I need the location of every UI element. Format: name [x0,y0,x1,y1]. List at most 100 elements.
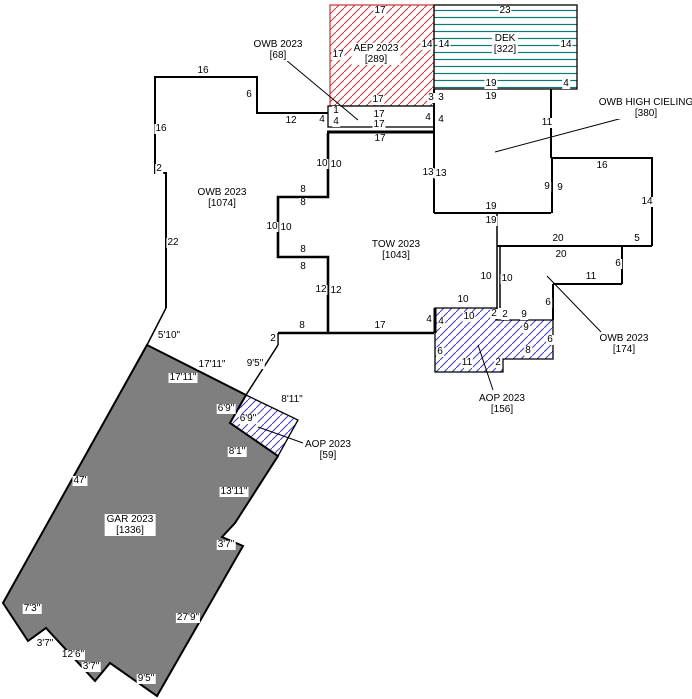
dimension-label: 14 [437,39,451,50]
area-name: TOW 2023 [371,239,421,250]
area-label: AOP 2023[59] [303,439,353,461]
area-sqft: [68] [269,50,287,61]
dimension-label: 13'11" [219,486,249,497]
dimension-label: 27'9" [175,612,201,623]
dimension-label: 8 [299,261,307,272]
dimension-label: 5 [633,233,641,244]
dimension-label: 2 [269,333,277,344]
dimension-label: 12 [284,115,298,126]
area-label: OWB HIGH CIELING[380] [596,97,692,119]
dimension-label: 14 [559,39,573,50]
dimension-label: 3'7" [216,539,236,550]
dimension-label: 11 [540,117,554,128]
dimension-label: 3'7" [81,661,101,672]
dimension-label: 10 [315,158,329,169]
dimension-label: 6 [245,89,253,100]
dimension-label: 9 [556,182,564,193]
dimension-label: 3 [427,92,435,103]
dimension-label: 17 [373,320,387,331]
area-label: AEP 2023[289] [351,43,401,65]
dimension-label: 3 [437,92,445,103]
area-label: TOW 2023[1043] [369,239,423,261]
dimension-label: 1 [332,105,340,116]
area-sqft: [59] [319,450,337,461]
dimension-label: 2 [494,357,502,368]
area-name: DEK [494,33,516,44]
dimension-label: 17 [372,109,386,120]
dimension-label: 6 [436,346,444,357]
dimension-label: 8'11" [280,394,304,405]
dimension-label: 10 [265,221,279,232]
aop59-area-shape [229,394,299,457]
dimension-label: 9 [543,181,551,192]
area-label: OWB 2023[1074] [195,187,249,209]
dimension-label: 10 [479,271,493,282]
dimension-label: 6'9" [216,403,236,414]
area-name: OWB 2023 [253,39,303,50]
dimension-label: 10 [500,273,514,284]
dimension-label: 8'1" [227,446,247,457]
area-name: AOP 2023 [305,439,351,450]
dimension-label: 12'6" [60,649,86,660]
dimension-label: 16 [154,123,168,134]
dimension-label: 4 [437,316,445,327]
leader-lines [257,59,635,444]
dimension-label: 10 [462,311,476,322]
area-label: OWB 2023[68] [251,39,305,61]
dimension-label: 8 [299,197,307,208]
dimension-label: 4 [424,112,432,123]
dimension-label: 6 [614,258,622,269]
dimension-label: 14 [640,196,654,207]
dimension-label: 17 [373,133,387,144]
area-sqft: [174] [612,344,636,355]
dimension-label: 4 [425,314,433,325]
area-label: AOP 2023[156] [477,393,527,415]
dimension-label: 17'11" [168,372,198,383]
dimension-label: 9 [522,322,530,333]
dimension-label: 3'7" [35,638,55,649]
dimension-label: 17 [331,49,345,60]
area-sqft: [156] [490,404,514,415]
area-sqft: [1074] [208,198,236,209]
dimension-label: 9'5" [136,673,156,684]
dimension-label: 16 [595,160,609,171]
dimension-label: 17 [371,94,385,105]
dimension-label: 19 [484,201,498,212]
dimension-label: 47' [72,475,88,486]
dimension-label: 12 [329,285,343,296]
dimension-label: 17 [373,5,387,16]
area-name: AEP 2023 [353,43,399,54]
dimension-label: 10 [329,159,343,170]
dimension-label: 19 [484,78,498,89]
dimension-label: 5'10" [156,330,182,341]
dimension-label: 6'9" [238,413,258,424]
area-name: GAR 2023 [106,514,154,525]
dimension-label: 22 [166,237,180,248]
dimension-label: 8 [524,345,532,356]
dimension-label: 11 [460,357,474,368]
dimension-label: 4 [318,114,326,125]
dimension-label: 2 [490,308,498,319]
area-name: OWB HIGH CIELING [598,97,692,108]
dimension-label: 14 [420,39,434,50]
dimension-label: 4 [437,114,445,125]
area-name: AOP 2023 [479,393,525,404]
dimension-label: 2 [501,309,509,320]
dimension-label: 7'3" [22,603,42,614]
area-name: OWB 2023 [197,187,247,198]
dimension-label: 23 [498,5,512,16]
dimension-label: 20 [554,249,568,260]
dimension-label: 10 [456,294,470,305]
dimension-label: 16 [196,65,210,76]
dimension-label: 9'5" [245,358,265,369]
dimension-label: 20 [551,233,565,244]
dimension-label: 11 [584,271,598,282]
dimension-label: 17'11" [197,359,227,370]
dimension-label: 8 [298,320,306,331]
dimension-label: 9 [520,309,528,320]
dimension-label: 13 [421,167,435,178]
dimension-label: 10 [279,222,293,233]
area-name: OWB 2023 [599,333,649,344]
dimension-label: 8 [299,244,307,255]
